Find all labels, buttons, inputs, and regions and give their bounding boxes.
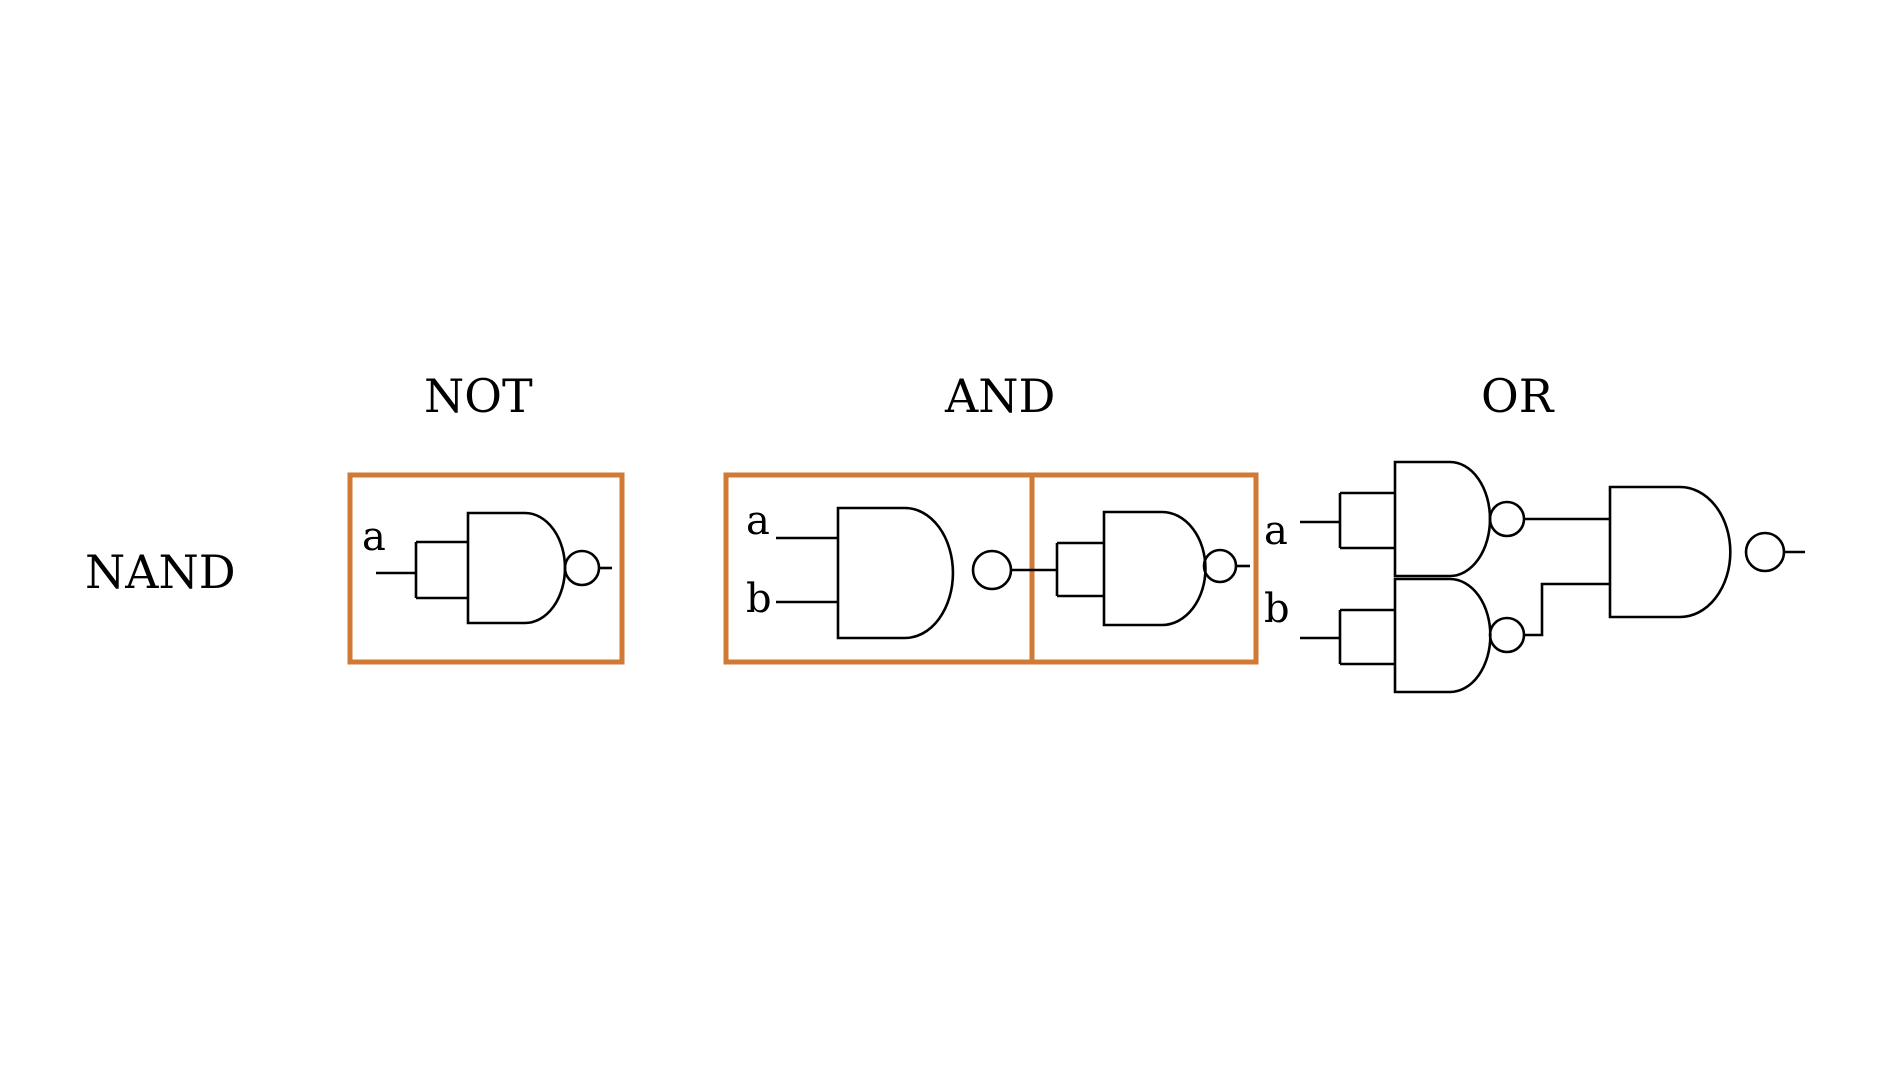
nand-gate-body <box>1393 460 1492 578</box>
not-input-a-label: a <box>362 514 386 560</box>
inversion-bubble <box>1488 500 1526 538</box>
inversion-bubble <box>971 549 1013 591</box>
not-frame <box>347 472 625 665</box>
inversion-bubble <box>1202 548 1238 584</box>
column-title-or: OR <box>1481 369 1555 423</box>
and-tied-inputs <box>1055 541 1104 598</box>
not-tied-inputs <box>414 540 468 600</box>
inversion-bubble <box>1744 531 1786 573</box>
nand-gate-body <box>1102 510 1207 627</box>
or-bottom-nand-gate <box>1300 577 1526 694</box>
and-frame <box>723 472 1259 665</box>
or-top-tied-inputs <box>1338 491 1395 550</box>
inversion-bubble <box>1488 616 1526 654</box>
nand-gate-body <box>836 506 955 640</box>
column-title-and: AND <box>944 369 1055 423</box>
and-second-nand-gate <box>1055 510 1250 627</box>
row-label-nand: NAND <box>85 545 236 599</box>
or-input-b-label: b <box>1264 586 1290 632</box>
not-nand-gate <box>376 511 612 625</box>
and-input-a-label: a <box>746 498 770 544</box>
nand-gate-body <box>466 511 567 625</box>
or-bottom-tied-inputs <box>1338 608 1395 666</box>
and-input-b-label: b <box>746 576 772 622</box>
or-input-a-label: a <box>1264 508 1288 554</box>
nand-gate-body <box>1608 485 1732 619</box>
inversion-bubble <box>563 549 601 587</box>
or-bottom-to-final-wire <box>1524 582 1610 637</box>
nand-gate-body <box>1393 577 1492 694</box>
and-first-nand-gate <box>776 506 1057 640</box>
column-title-not: NOT <box>424 369 533 423</box>
or-final-nand-gate <box>1524 485 1805 637</box>
or-top-nand-gate <box>1300 460 1526 578</box>
